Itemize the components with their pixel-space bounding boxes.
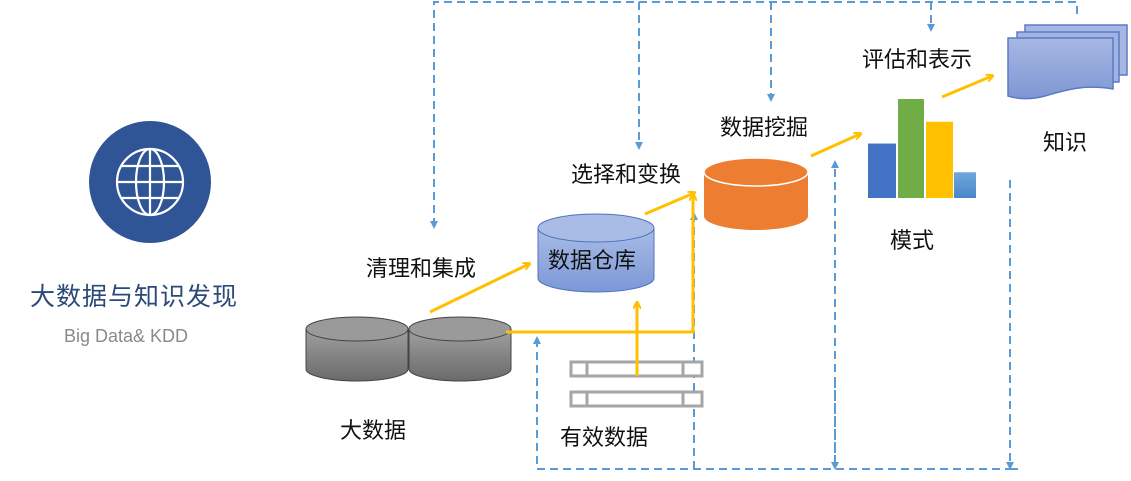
globe-badge	[89, 121, 211, 243]
page-title: 大数据与知识发现	[30, 282, 239, 311]
pattern-bar-chart	[868, 99, 976, 198]
globe-icon	[115, 147, 185, 217]
knowledge-icon	[1007, 24, 1128, 100]
arrow-warehouse-to-mining	[644, 193, 694, 216]
pattern-bar	[898, 99, 924, 198]
data-warehouse-icon	[537, 213, 655, 293]
page-subtitle: Big Data& KDD	[64, 326, 189, 346]
node-label-knowledge: 知识	[1043, 131, 1088, 156]
arrow-pattern-to-knowledge	[941, 76, 992, 99]
node-label-data-warehouse: 数据仓库	[548, 249, 637, 274]
node-label-pattern: 模式	[890, 229, 935, 254]
step-label-data-mining: 数据挖掘	[720, 116, 809, 141]
feedback-top-loop	[430, 1, 1078, 229]
data-mining-icon	[703, 157, 809, 230]
arrow-mining-to-pattern	[810, 134, 860, 158]
step-label-select-transform: 选择和变换	[571, 163, 682, 188]
node-label-valid-data: 有效数据	[560, 426, 649, 451]
pattern-bar	[926, 121, 953, 198]
pattern-bar	[868, 143, 896, 198]
feedback-lines	[430, 1, 1078, 470]
arrow-bigdata-to-mining	[506, 195, 693, 334]
flow-arrows	[429, 76, 992, 376]
pattern-bar	[954, 172, 976, 198]
arrow-bigdata-to-warehouse	[429, 264, 529, 314]
step-label-clean-integrate: 清理和集成	[366, 257, 477, 282]
node-label-big-data: 大数据	[340, 419, 407, 444]
feedback-bottom-loop	[533, 180, 1011, 470]
step-label-evaluate-present: 评估和表示	[862, 48, 973, 73]
big-data-icon	[305, 316, 512, 382]
